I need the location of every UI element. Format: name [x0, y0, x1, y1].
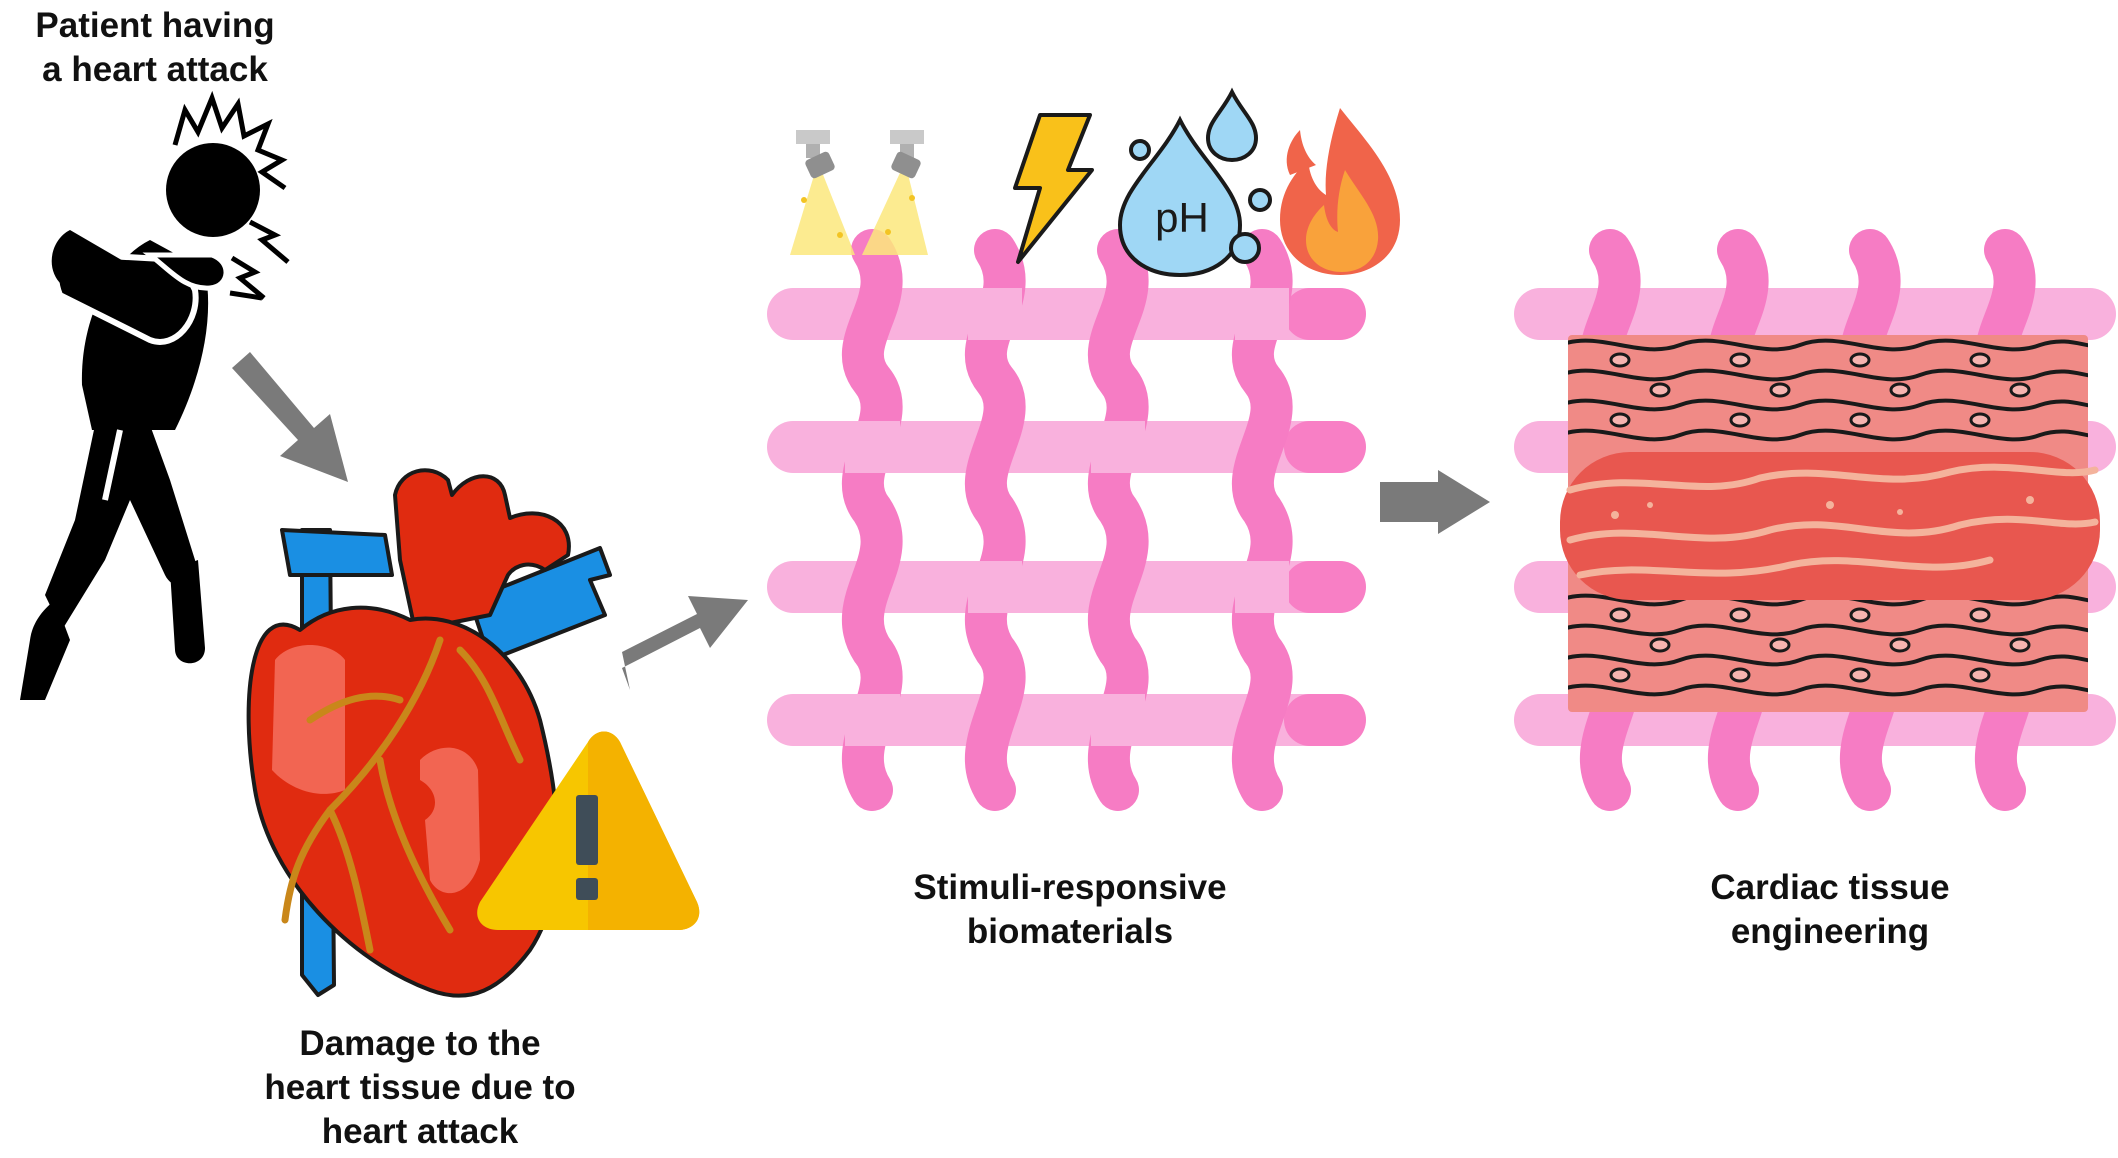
ph-label: pH: [1155, 194, 1209, 241]
caption-patient-line2: a heart attack: [42, 50, 268, 89]
pain-burst-icon: [172, 90, 290, 301]
caption-damage-line3: heart attack: [321, 1112, 519, 1151]
muscle-fiber-band: [1560, 452, 2100, 600]
caption-damage-line2: heart tissue due to: [264, 1068, 576, 1107]
light-spotlight-icon: [790, 130, 928, 255]
arrow-biomaterials-to-cardiac: [1380, 470, 1490, 534]
flame-icon: [1280, 108, 1400, 275]
arrow-heart-to-biomaterials: [622, 596, 748, 690]
warning-icon: [477, 731, 700, 930]
caption-biomaterials: Stimuli-responsive biomaterials: [860, 866, 1280, 954]
caption-patient-line1: Patient having: [35, 6, 275, 45]
caption-biomaterials-line1: Stimuli-responsive: [913, 868, 1227, 907]
caption-patient: Patient having a heart attack: [0, 4, 310, 92]
caption-cardiac-line1: Cardiac tissue: [1710, 868, 1950, 907]
damaged-heart-icon: [246, 468, 612, 998]
arrow-patient-to-heart: [232, 352, 348, 482]
biomaterial-scaffold: [767, 229, 1366, 811]
caption-damage: Damage to the heart tissue due to heart …: [220, 1022, 620, 1154]
ph-water-drop-icon: pH: [1117, 87, 1272, 278]
lightning-bolt-icon: [1013, 113, 1094, 264]
caption-cardiac-line2: engineering: [1730, 912, 1930, 951]
caption-cardiac: Cardiac tissue engineering: [1640, 866, 2020, 954]
caption-damage-line1: Damage to the: [299, 1024, 541, 1063]
patient-figure-icon: [20, 143, 260, 700]
caption-biomaterials-line2: biomaterials: [966, 912, 1174, 951]
